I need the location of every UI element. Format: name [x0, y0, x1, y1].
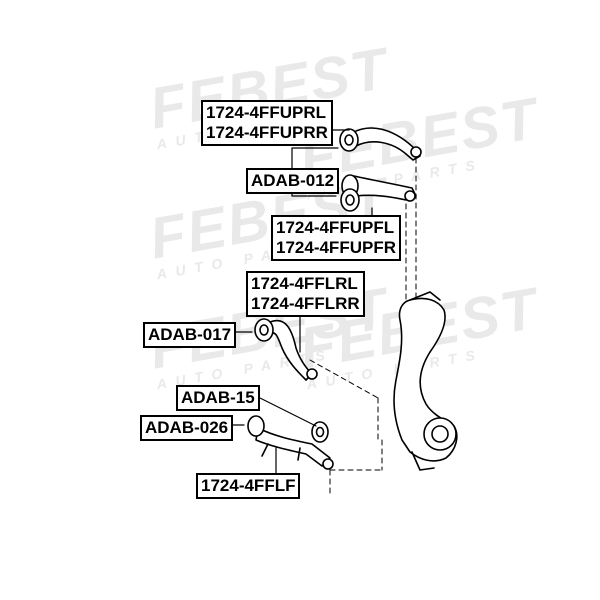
label-bushing-adab-017: ADAB-017 — [143, 322, 237, 348]
part-number: 1724-4FFUPFR — [276, 238, 396, 257]
part-number: 1724-4FFUPFL — [276, 218, 395, 237]
part-number: ADAB-017 — [148, 325, 232, 344]
label-bushing-adab-026: ADAB-026 — [140, 415, 234, 441]
label-bushing-adab-012: ADAB-012 — [246, 168, 340, 194]
part-number: 1724-4FFUPRR — [206, 123, 328, 142]
part-number: ADAB-026 — [145, 418, 229, 437]
part-number: 1724-4FFLRL — [251, 274, 358, 293]
upper-front-arm — [340, 174, 417, 212]
lower-front-arm — [247, 415, 334, 470]
steering-knuckle — [393, 291, 458, 471]
part-number: 1724-4FFLF — [201, 476, 296, 495]
lower-rear-arm — [254, 318, 318, 381]
upper-rear-arm — [339, 127, 422, 161]
part-number: ADAB-012 — [251, 171, 335, 190]
label-upper-rear-arm: 1724-4FFUPRL 1724-4FFUPRR — [201, 100, 333, 146]
label-upper-front-arm: 1724-4FFUPFL 1724-4FFUPFR — [271, 215, 401, 261]
label-bushing-adab-15: ADAB-15 — [176, 385, 260, 411]
part-number: 1724-4FFLRR — [251, 294, 360, 313]
label-lower-front-arm: 1724-4FFLF — [196, 473, 301, 499]
label-lower-rear-arm: 1724-4FFLRL 1724-4FFLRR — [246, 271, 365, 317]
part-number: 1724-4FFUPRL — [206, 103, 326, 122]
part-number: ADAB-15 — [181, 388, 255, 407]
assembly-lines — [309, 157, 417, 496]
